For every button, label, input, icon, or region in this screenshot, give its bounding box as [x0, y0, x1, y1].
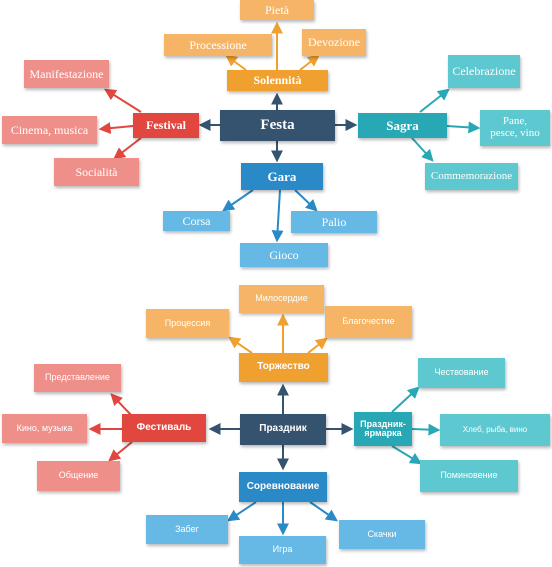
arrow-yarmarka-khleb — [411, 423, 441, 436]
arrow-sorevnovanie-skachki — [309, 501, 338, 522]
arrow-festival-socialita — [113, 137, 142, 160]
arrow-gara-corsa — [222, 189, 254, 212]
arrow-sagra-celebrazione — [419, 88, 450, 113]
node-sorevnovanie: Соревнование — [239, 472, 327, 502]
arrow-yarmarka-pominovenie — [391, 445, 423, 465]
node-manifestazione: Manifestazione — [24, 60, 109, 88]
node-festival-it: Festival — [133, 113, 199, 138]
arrow-festival-ru-obshchenie — [108, 441, 133, 462]
node-processione: Processione — [164, 34, 272, 56]
node-yarmarka: Праздник- ярмарка — [354, 412, 412, 446]
node-socialita: Socialità — [54, 158, 139, 186]
node-corsa: Corsa — [163, 211, 230, 231]
arrow-solennita-processione — [225, 54, 247, 71]
arrow-sorevnovanie-zabeg — [227, 501, 257, 522]
node-miloserdie: Милосердие — [239, 285, 324, 313]
node-cinema-musica: Cinema, musica — [2, 116, 97, 144]
node-festa: Festa — [220, 110, 335, 141]
node-predstavlenie: Представление — [34, 364, 121, 392]
node-commemorazione: Commemorazione — [425, 163, 518, 190]
node-kino-muzyka: Кино, музыка — [2, 414, 87, 443]
node-gioco: Gioco — [240, 243, 328, 267]
node-skachki: Скачки — [339, 520, 425, 549]
arrow-festival-cinema — [98, 122, 134, 135]
node-processiya: Процессия — [146, 309, 229, 338]
node-zabeg: Забег — [146, 515, 228, 544]
node-pieta: Pietà — [240, 0, 314, 20]
arrow-yarmarka-chestvovanie — [391, 386, 420, 413]
arrow-torzhestvo-blagochestie — [307, 337, 328, 354]
arrow-sagra-pane — [446, 121, 481, 134]
node-devozione: Devozione — [302, 29, 366, 56]
node-obshchenie: Общение — [37, 461, 120, 491]
node-chestvovanie: Чествование — [418, 358, 505, 388]
arrow-gara-gioco — [271, 189, 284, 243]
node-pominovenie: Поминовение — [420, 460, 518, 492]
arrow-festival-manifestazione — [103, 88, 142, 113]
node-khleb-ryba-vino: Хлеб, рыба, вино — [440, 414, 550, 446]
node-prazdnik: Праздник — [240, 414, 326, 445]
node-igra: Игра — [239, 536, 326, 564]
node-solennita: Solennità — [227, 70, 328, 91]
node-festival-ru: Фестиваль — [122, 414, 206, 442]
arrow-sagra-commemorazione — [411, 137, 434, 162]
arrow-solennita-devozione — [299, 54, 320, 71]
arrow-torzhestvo-processiya — [228, 336, 253, 354]
node-sagra: Sagra — [358, 113, 447, 138]
node-palio: Palio — [291, 211, 377, 233]
node-gara: Gara — [241, 163, 323, 190]
arrow-gara-palio — [294, 189, 318, 212]
node-blagochestie: Благочестие — [325, 306, 412, 338]
node-torzhestvo: Торжество — [239, 353, 328, 382]
node-celebrazione: Celebrazione — [448, 55, 520, 88]
arrow-festival-ru-predstavlenie — [110, 393, 133, 417]
node-pane-pesce-vino: Pane, pesce, vino — [480, 110, 550, 146]
